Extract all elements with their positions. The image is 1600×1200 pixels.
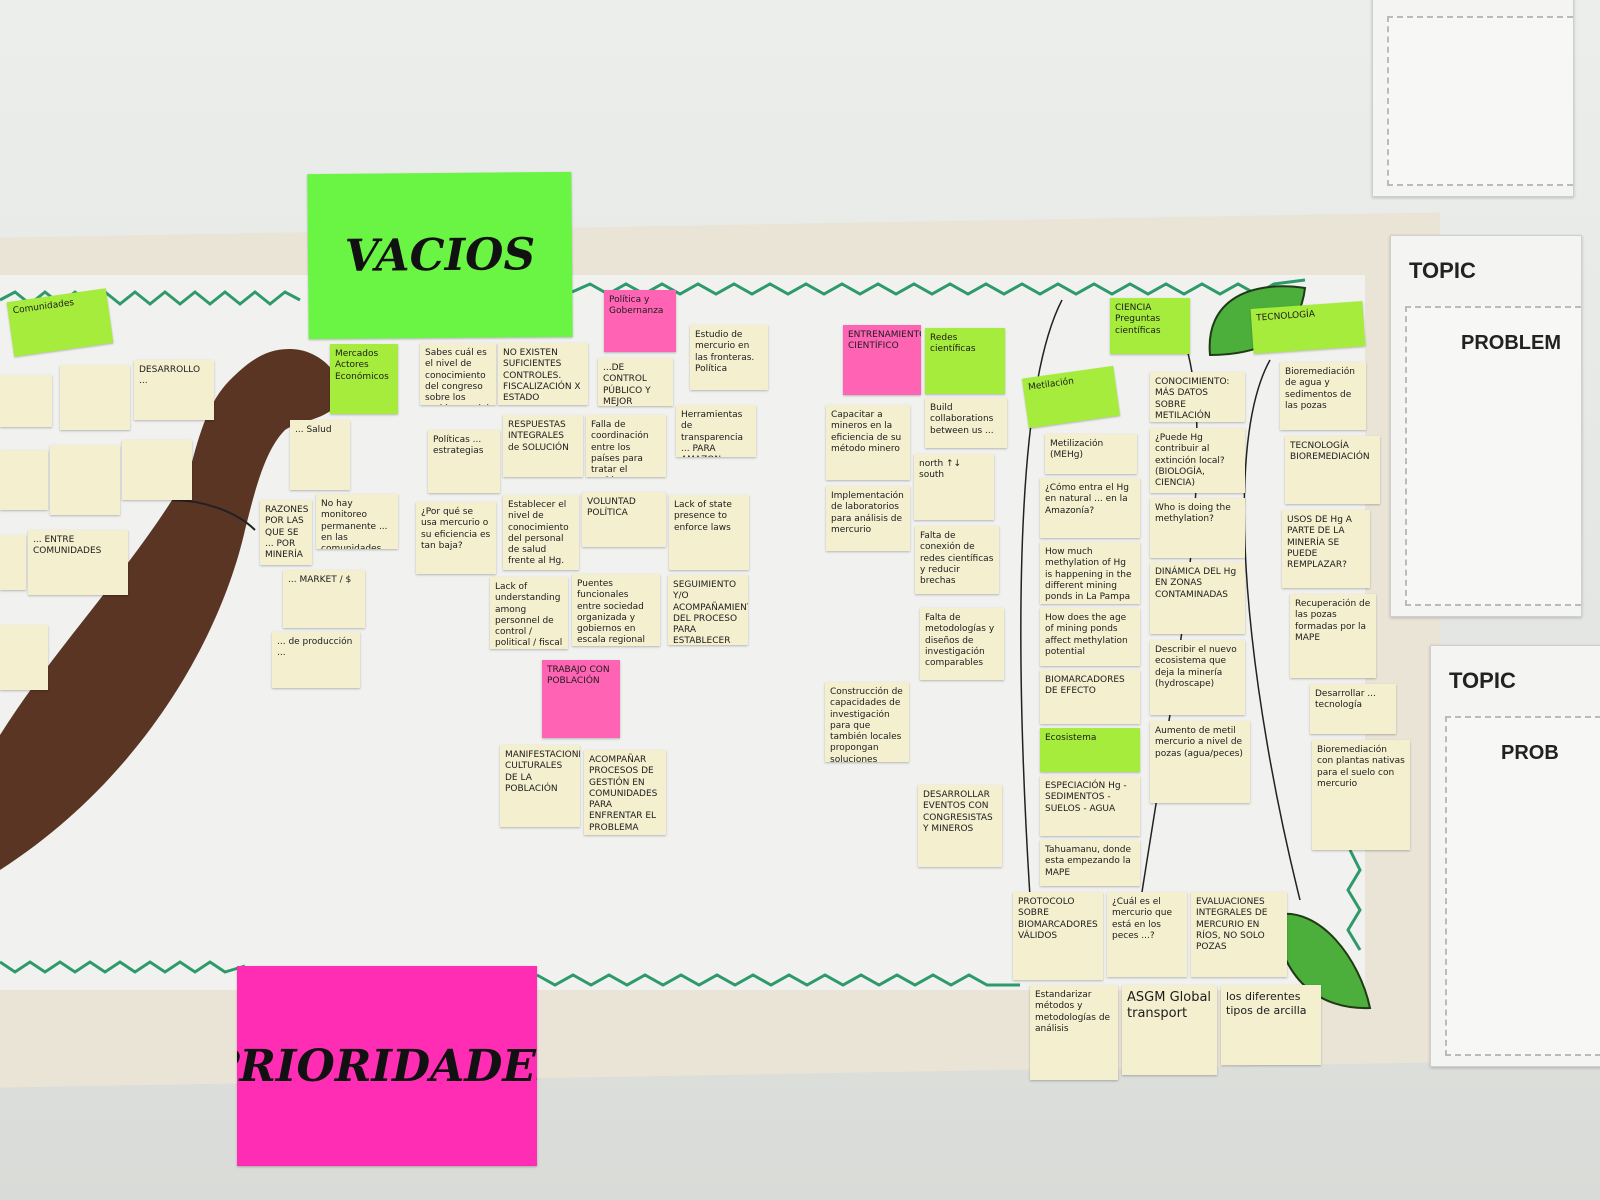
sticky-note: Estudio de mercurio en las fronteras. Po…: [690, 325, 768, 390]
zigzag-bottom-right: [536, 973, 1020, 987]
tree-outline-right: [1243, 359, 1301, 901]
sticky-note: Capacitar a mineros en la eficiencia de …: [826, 405, 910, 480]
sticky-note: Tahuamanu, donde esta empezando la MAPE: [1040, 840, 1140, 886]
sticky-note: [60, 365, 130, 430]
sticky-note: ASGM Global transport: [1122, 985, 1217, 1075]
side-paper-top: [1372, 0, 1574, 197]
header-vacios: VACIOS: [307, 171, 573, 340]
sticky-note: DESARROLLAR EVENTOS CON CONGRESISTAS Y M…: [918, 785, 1002, 867]
sticky-note: north ↑↓ south: [914, 454, 994, 520]
sticky-note: How does the age of mining ponds affect …: [1040, 608, 1140, 666]
sticky-note: ¿Cómo entra el Hg en natural ... en la A…: [1040, 478, 1140, 538]
sticky-note: Falta de metodologías y diseños de inves…: [920, 608, 1004, 680]
sticky-note: [50, 445, 120, 515]
sticky-note: CIENCIA Preguntas científicas: [1110, 298, 1190, 354]
sticky-note: Puentes funcionales entre sociedad organ…: [572, 574, 660, 646]
sticky-note: Recuperación de las pozas formadas por l…: [1290, 594, 1376, 678]
sticky-note: ...DE CONTROL PÚBLICO Y MEJOR DIFUSIÓN: [598, 358, 673, 406]
sticky-note: Mercados Actores Económicos: [330, 344, 398, 414]
sticky-note: TRABAJO CON POBLACIÓN: [542, 660, 620, 738]
sticky-note: Who is doing the methylation?: [1150, 498, 1245, 558]
sticky-note: Aumento de metil mercurio a nivel de poz…: [1150, 721, 1250, 803]
sticky-note: Redes científicas: [925, 328, 1005, 394]
sticky-note: ESPECIACIÓN Hg - SEDIMENTOS - SUELOS - A…: [1040, 776, 1140, 836]
sticky-note: Metilización (MEHg): [1045, 434, 1137, 474]
sticky-note: NO EXISTEN SUFICIENTES CONTROLES. FISCAL…: [498, 343, 588, 405]
sticky-note: Falta de conexión de redes científicas y…: [915, 526, 999, 594]
leaf-bottom: [1273, 912, 1372, 1010]
zigzag-bottom-left: [0, 960, 246, 974]
zigzag-top-right: [571, 278, 1306, 296]
bracelet: [171, 499, 256, 531]
sticky-note: Build collaborations between us ...: [925, 398, 1007, 448]
sticky-note: Construcción de capacidades de investiga…: [825, 682, 909, 762]
sticky-note: Herramientas de transparencia ... PARA A…: [676, 405, 756, 457]
sticky-note: Implementación de laboratorios para anál…: [826, 486, 910, 551]
zigzag-right: [1346, 849, 1362, 951]
sticky-note: ¿Por qué se usa mercurio o su eficiencia…: [416, 502, 496, 574]
sticky-note: ENTRENAMIENTO CIENTÍFICO: [843, 325, 921, 395]
sticky-note: [122, 440, 192, 500]
sticky-note: [0, 450, 48, 510]
sticky-note: EVALUACIONES INTEGRALES DE MERCURIO EN R…: [1191, 892, 1287, 977]
sticky-note: BIOMARCADORES DE EFECTO: [1040, 670, 1140, 724]
sticky-note: Falla de coordinación entre los países p…: [586, 415, 666, 477]
sticky-note: [0, 535, 26, 590]
sticky-note: Ecosistema: [1040, 728, 1140, 772]
problem-label: PROB: [1501, 742, 1559, 764]
sticky-note: Bioremediación de agua y sedimentos de l…: [1280, 362, 1366, 430]
sticky-note: MANIFESTACIONES CULTURALES DE LA POBLACI…: [500, 745, 580, 827]
sticky-note: Lack of state presence to enforce laws: [669, 495, 749, 570]
sticky-note: Bioremediación con plantas nativas para …: [1312, 740, 1410, 850]
sticky-note: ACOMPAÑAR PROCESOS DE GESTIÓN EN COMUNID…: [584, 750, 666, 835]
sticky-note: No hay monitoreo permanente ... en las c…: [316, 494, 398, 549]
topic-label: TOPIC: [1449, 668, 1516, 693]
sticky-note: RAZONES POR LAS QUE SE ... POR MINERÍA: [260, 500, 312, 565]
sticky-note: ... de producción ...: [272, 632, 360, 688]
sticky-note: DESARROLLO ...: [134, 360, 214, 420]
sticky-note: Establecer el nivel de conocimiento del …: [503, 495, 579, 570]
arm: [0, 349, 341, 871]
sticky-note: Sabes cuál es el nivel de conocimiento d…: [420, 343, 496, 405]
sticky-note: SEGUIMIENTO Y/O ACOMPAÑAMIENTO DEL PROCE…: [668, 575, 748, 645]
sticky-note: ... MARKET / $: [283, 570, 365, 628]
sticky-note: [0, 375, 52, 427]
side-paper-2: TOPIC PROB: [1430, 645, 1600, 1067]
sticky-note: VOLUNTAD POLÍTICA: [582, 492, 666, 547]
sticky-note: Desarrollar ... tecnología: [1310, 684, 1396, 734]
problem-label: PROBLEM: [1461, 332, 1561, 354]
sticky-note: Política y Gobernanza: [604, 290, 676, 352]
sticky-note: Describir el nuevo ecosistema que deja l…: [1150, 640, 1245, 715]
sticky-note: DINÁMICA DEL Hg EN ZONAS CONTAMINADAS: [1150, 562, 1245, 634]
sticky-note: How much methylation of Hg is happening …: [1040, 542, 1140, 604]
topic-label: TOPIC: [1409, 258, 1476, 283]
side-paper-1: TOPIC PROBLEM: [1390, 235, 1582, 617]
sticky-note: Políticas ... estrategias: [428, 430, 500, 493]
sticky-note: ... Salud: [290, 420, 350, 490]
sticky-note: CONOCIMIENTO: MÁS DATOS SOBRE METILACIÓN: [1150, 372, 1245, 422]
tree-outline-left: [1020, 299, 1063, 971]
sticky-note: RESPUESTAS INTEGRALES de SOLUCIÓN: [503, 415, 583, 477]
sticky-note: Estandarizar métodos y metodologías de a…: [1030, 985, 1118, 1080]
sticky-note: [0, 625, 48, 690]
sticky-note: ... ENTRE COMUNIDADES: [28, 530, 128, 595]
sticky-note: TECNOLOGÍA BIOREMEDIACIÓN: [1285, 436, 1380, 504]
sticky-note: Lack of understanding among personnel de…: [490, 577, 568, 649]
sticky-note: USOS DE Hg A PARTE DE LA MINERÍA SE PUED…: [1282, 510, 1370, 588]
header-prioridades: PRIORIDADES: [237, 966, 537, 1166]
sticky-note: ¿Puede Hg contribuir al extinción local?…: [1150, 428, 1245, 493]
sticky-note: ¿Cuál es el mercurio que está en los pec…: [1107, 892, 1187, 977]
sticky-note: PROTOCOLO SOBRE BIOMARCADORES VÁLIDOS: [1013, 892, 1103, 980]
sticky-note: los diferentes tipos de arcilla: [1221, 985, 1321, 1065]
sticky-note: TECNOLOGÍA: [1250, 301, 1366, 354]
